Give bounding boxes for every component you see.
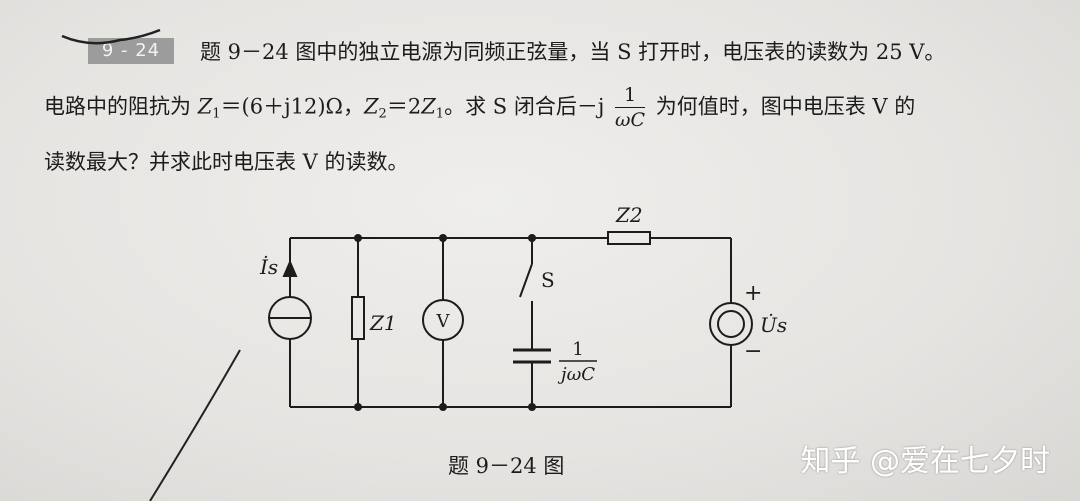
junction-dot [528, 403, 536, 411]
fraction-denominator: ωC [615, 109, 646, 131]
label-cap-den: jωC [557, 364, 595, 385]
text-segment: 。求 S 闭合后－j [444, 94, 612, 119]
z1-symbol: Z [421, 94, 436, 119]
text-segment: ＝(6＋j12)Ω， [220, 94, 364, 119]
z2-resistor [607, 231, 651, 245]
question-line-3: 读数最大？并求此时电压表 V 的读数。 [44, 150, 409, 174]
junction-dot [354, 403, 362, 411]
junction-dot [528, 234, 536, 242]
question-number-badge: 9 - 24 [88, 38, 174, 64]
label-plus: + [744, 281, 762, 306]
voltage-source-inner-ring [717, 310, 745, 338]
text-segment: ＝2 [386, 94, 422, 119]
junction-dot [439, 234, 447, 242]
figure-caption: 题 9－24 图 [448, 454, 565, 478]
label-cap-num: 1 [572, 339, 583, 360]
subscript: 1 [212, 106, 221, 122]
junction-dot [354, 234, 362, 242]
label-minus: − [744, 339, 762, 364]
pen-stroke-top [61, 28, 161, 45]
label-z2: Z2 [615, 203, 643, 227]
switch-blade-icon [519, 263, 533, 298]
label-is: İs [259, 255, 278, 279]
label-us: U̇s [760, 313, 787, 337]
subscript: 2 [378, 106, 387, 122]
fraction-numerator: 1 [615, 86, 646, 108]
watermark: 知乎 @爱在七夕时 [800, 444, 1050, 479]
label-switch: S [541, 268, 555, 292]
label-z1: Z1 [369, 311, 397, 335]
pen-stroke-bottom [149, 349, 241, 501]
z2-symbol: Z [363, 94, 379, 119]
junction-dot [439, 403, 447, 411]
question-line-1: 题 9－24 图中的独立电源为同频正弦量，当 S 打开时，电压表的读数为 25 … [200, 40, 946, 64]
text-segment: 电路中的阻抗为 [44, 94, 198, 119]
subscript: 1 [435, 106, 445, 122]
label-voltmeter: V [436, 311, 451, 332]
text-segment: 为何值时，图中电压表 V 的 [649, 94, 916, 119]
current-arrow-icon [282, 259, 298, 277]
z1-symbol: Z [197, 94, 213, 119]
z1-resistor [351, 296, 365, 340]
